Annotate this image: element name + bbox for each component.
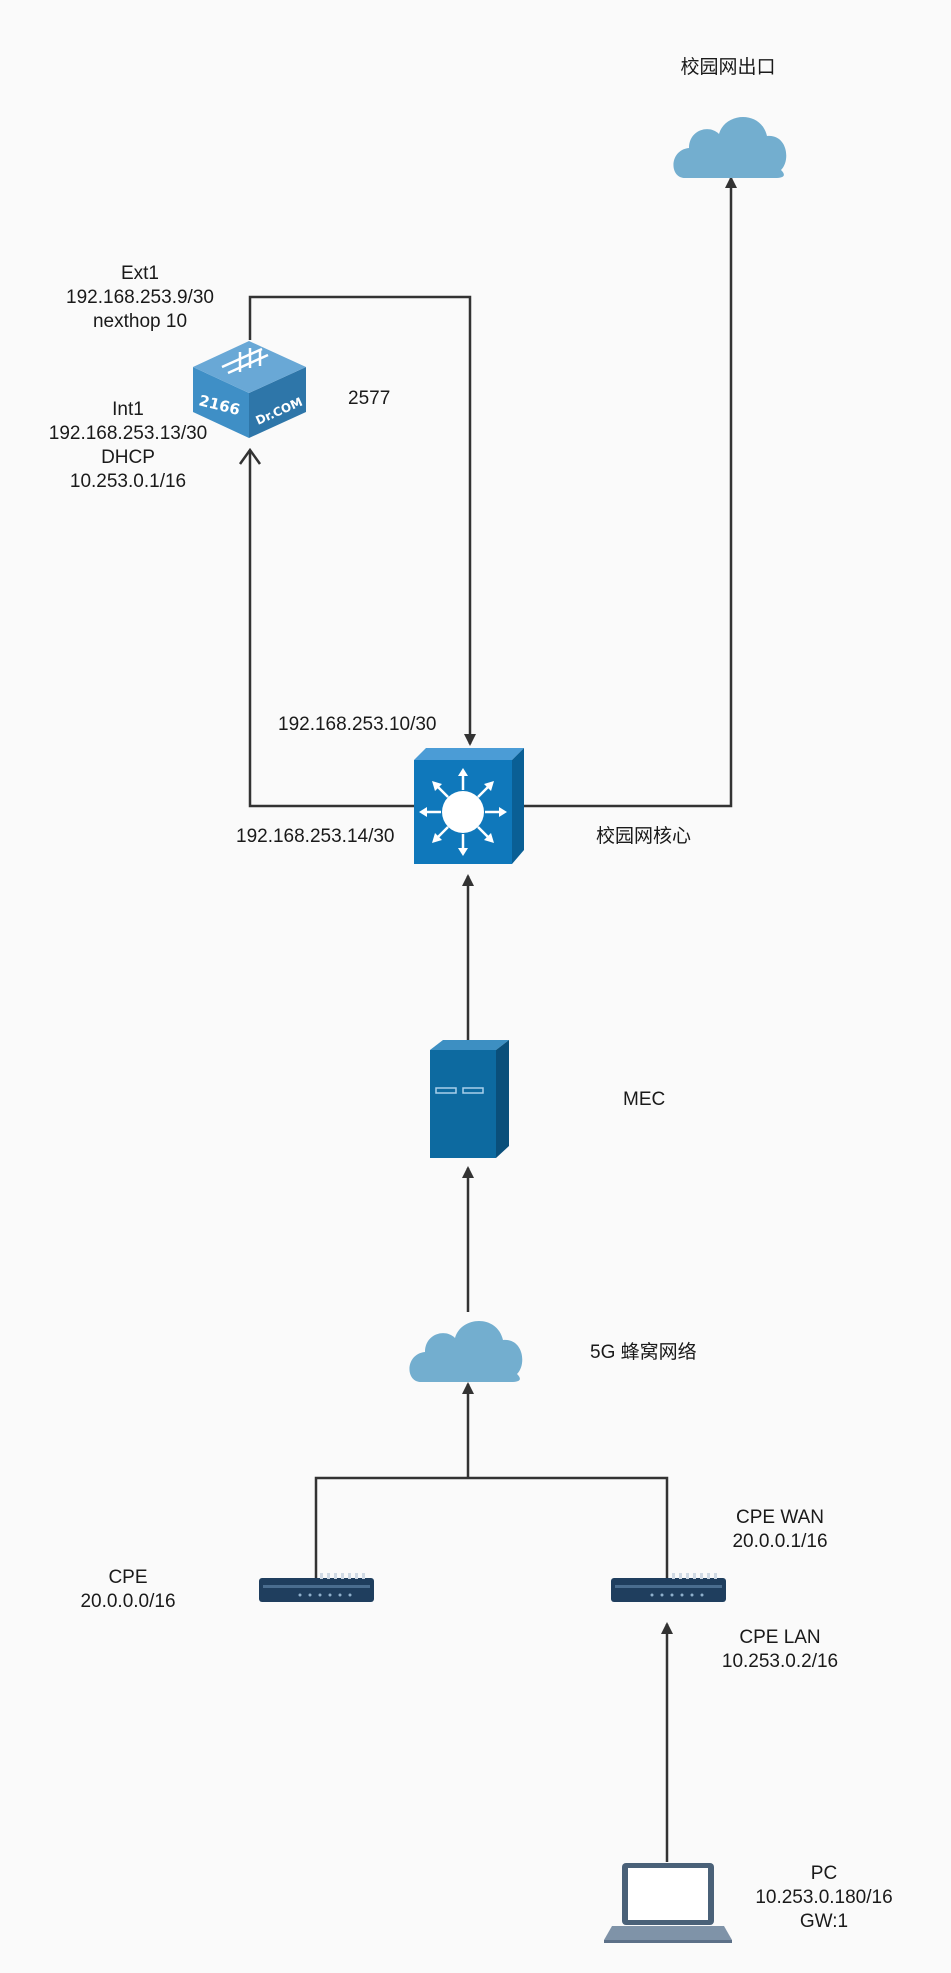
ext-line: 192.168.253.9/30 — [66, 287, 214, 308]
pc-label: PC 10.253.0.180/16 GW:1 — [744, 1862, 904, 1934]
cpe-left-line: CPE — [108, 1567, 148, 1588]
core-label: 校园网核心 — [596, 826, 692, 847]
int-line: 10.253.0.1/16 — [69, 471, 187, 492]
cloud-icon — [673, 117, 787, 178]
int-line: DHCP — [101, 447, 155, 468]
ext-line: Ext1 — [120, 263, 160, 284]
pc-line: PC — [810, 1863, 838, 1884]
mec-label: MEC — [623, 1089, 666, 1110]
core-ip-top-label: 192.168.253.10/30 — [278, 714, 437, 735]
cpe-wan-line: 20.0.0.1/16 — [732, 1531, 828, 1552]
edge-core-to-exit — [522, 176, 737, 808]
drcom-ext-label: Ext1 192.168.253.9/30 nexthop 10 — [48, 262, 232, 334]
core-switch-icon — [414, 748, 524, 864]
int-line: Int1 — [112, 399, 144, 420]
open-arrowhead — [238, 447, 262, 465]
cpe-left-label: CPE 20.0.0.0/16 — [56, 1566, 200, 1614]
cpe-left-line: 20.0.0.0/16 — [80, 1591, 176, 1612]
cpe-lan-label: CPE LAN 10.253.0.2/16 — [701, 1626, 859, 1674]
edge-cpe-right-to-junction — [468, 1476, 669, 1578]
router-icon — [259, 1573, 374, 1602]
cpe-wan-label: CPE WAN 20.0.0.1/16 — [708, 1506, 852, 1554]
router-icon — [611, 1573, 726, 1602]
cellular-label: 5G 蜂窝网络 — [590, 1342, 697, 1363]
campus-exit-label: 校园网出口 — [680, 57, 776, 78]
edge-drcom-ext-to-core — [248, 295, 476, 746]
ext-line: nexthop 10 — [92, 311, 188, 332]
edge-core-to-drcom-int — [248, 452, 414, 808]
laptop-icon — [604, 1863, 732, 1943]
int-line: 192.168.253.13/30 — [48, 423, 208, 444]
cpe-lan-line: CPE LAN — [739, 1627, 821, 1648]
server-icon — [430, 1040, 509, 1158]
cpe-lan-line: 10.253.0.2/16 — [721, 1651, 839, 1672]
edge-cpe-left-to-junction — [314, 1476, 468, 1578]
drcom-port-label: 2577 — [348, 388, 391, 409]
cpe-wan-line: CPE WAN — [736, 1507, 824, 1528]
drcom-int-label: Int1 192.168.253.13/30 DHCP 10.253.0.1/1… — [34, 398, 222, 494]
core-ip-left-label: 192.168.253.14/30 — [236, 826, 395, 847]
pc-line: GW:1 — [799, 1911, 849, 1932]
pc-line: 10.253.0.180/16 — [755, 1887, 893, 1908]
drcom-device-icon: 2166 Dr.COM — [193, 341, 306, 438]
cloud-icon — [409, 1321, 523, 1382]
